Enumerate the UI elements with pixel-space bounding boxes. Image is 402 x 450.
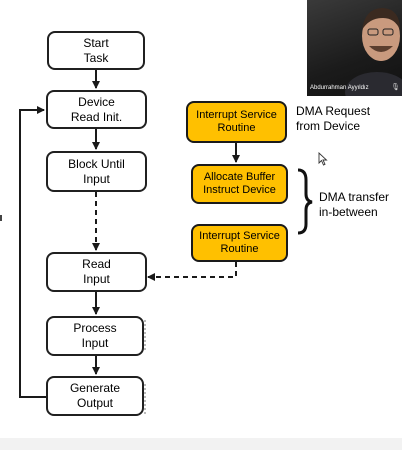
bottom-band [0,438,402,450]
presenter-avatar-icon [345,8,402,96]
isr-bottom-line2: Routine [220,243,259,255]
generate-output-box: Generate Output [46,376,144,416]
allocate-line1: Allocate Buffer [203,171,276,183]
block-until-line2: Input [83,171,110,186]
dma-request-line2: from Device [296,119,361,133]
presenter-video[interactable]: Abdurrahman Ayyıldız 🎙 [307,0,402,96]
presenter-name: Abdurrahman Ayyıldız [310,85,369,91]
process-input-line1: Process [73,321,117,335]
mouse-cursor-icon [318,152,328,166]
dma-transfer-line1: DMA transfer [319,190,390,204]
device-read-init-box: Device Read Init. [46,90,147,129]
read-input-line1: Read [82,257,111,271]
dma-request-label: DMA Request from Device [296,104,370,134]
isr-top-box: Interrupt Service Routine [186,101,287,143]
brace [297,168,313,235]
edge-mark [0,215,2,221]
start-task-box: Start Task [47,31,145,70]
read-input-line2: Input [83,272,110,286]
dma-transfer-label: DMA transfer in-between [319,190,389,220]
device-read-line1: Device [78,94,115,109]
read-input-box: Read Input [46,252,147,292]
isr-bottom-line1: Interrupt Service [199,230,280,242]
isr-bottom-box: Interrupt Service Routine [191,224,288,262]
allocate-buffer-box: Allocate Buffer Instruct Device [191,164,288,204]
start-task-line2: Task [83,50,109,65]
dma-request-line1: DMA Request [296,104,371,118]
isr-top-line2: Routine [217,122,256,134]
generate-output-line2: Output [76,396,114,410]
generate-output-line1: Generate [69,381,121,395]
allocate-line2: Instruct Device [203,184,276,196]
loop-back-arrow [19,106,46,398]
isr-top-line1: Interrupt Service [196,109,277,121]
process-input-box: Process Input [46,316,144,356]
block-until-line1: Block Until [68,156,125,171]
block-until-input-box: Block Until Input [46,151,147,192]
device-read-line2: Read Init. [70,109,123,124]
mic-muted-icon[interactable]: 🎙 [391,84,400,91]
arrow-isr-to-read-dashed [147,262,237,281]
process-input-line2: Input [81,336,109,350]
start-task-line1: Start [83,35,109,50]
dma-transfer-line2: in-between [319,205,378,219]
